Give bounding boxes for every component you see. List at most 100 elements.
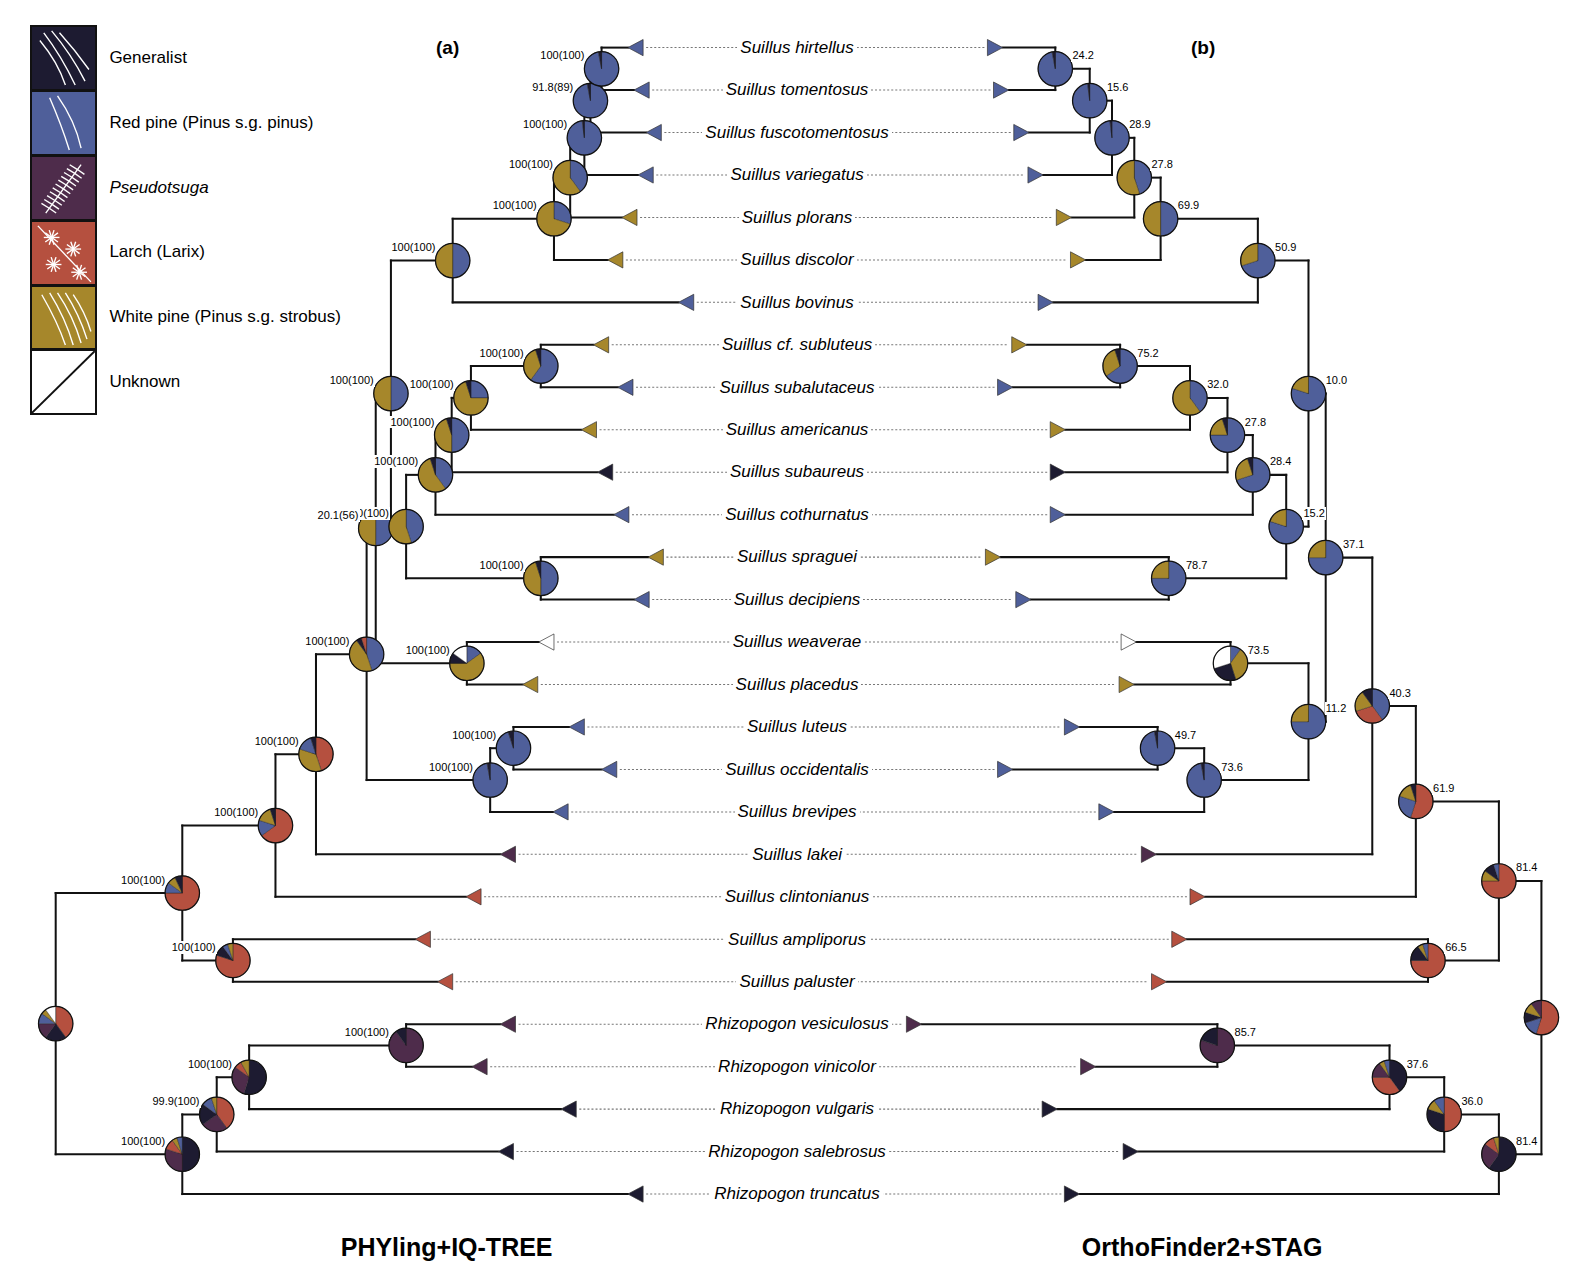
tree-branch	[1065, 471, 1227, 473]
method-title: PHYling+IQ-TREE	[341, 1233, 553, 1262]
tree-branches	[56, 48, 1542, 1194]
pie-outline	[1140, 731, 1174, 765]
tip-triangle	[1014, 124, 1029, 140]
pie-slice	[374, 376, 391, 410]
tip-triangle	[1038, 294, 1053, 310]
tip-triangle	[646, 124, 661, 140]
state-pie	[496, 731, 530, 765]
icon-stroke	[79, 272, 81, 279]
icon-stroke	[78, 169, 85, 174]
pie-slice	[1210, 418, 1244, 452]
pie-outline	[1173, 381, 1207, 415]
species-name: Suillus lakei	[749, 845, 845, 865]
method-title: OrthoFinder2+STAG	[1082, 1233, 1323, 1262]
pie-slice	[1241, 243, 1275, 277]
icon-stroke	[50, 98, 70, 150]
support-value: 50.9	[1274, 241, 1297, 254]
icon-stroke	[52, 233, 58, 238]
support-value: 66.5	[1444, 941, 1467, 954]
legend-icon	[32, 287, 95, 349]
tree-branch	[1065, 514, 1252, 516]
pie-slice	[389, 509, 412, 543]
species-name: Suillus brevipes	[735, 802, 860, 822]
tip-triangle	[602, 761, 617, 777]
support-value: 100(100)	[373, 455, 419, 468]
support-value: 24.2	[1071, 49, 1094, 62]
species-name: Suillus occidentalis	[722, 760, 872, 780]
icon-stroke	[46, 165, 81, 213]
tree-branch	[1114, 811, 1204, 813]
pie-slice	[1236, 458, 1270, 492]
tree-branch	[467, 683, 523, 685]
tree-branch	[541, 599, 634, 601]
state-pie	[1291, 376, 1325, 410]
pie-outline	[258, 808, 292, 842]
icon-stroke	[47, 196, 55, 201]
pie-outline	[434, 418, 468, 452]
tip-triangle	[987, 40, 1002, 56]
legend-swatch	[30, 90, 97, 156]
state-pie	[389, 1028, 423, 1062]
icon-stroke	[64, 172, 72, 177]
pie-slice	[203, 1098, 217, 1114]
pie-outline	[1117, 160, 1151, 194]
support-value: 20.1(56)	[317, 509, 360, 522]
pie-outline	[1291, 376, 1325, 410]
pie-slice	[270, 808, 275, 825]
pie-slice	[1103, 350, 1120, 376]
tree-branch	[584, 174, 638, 176]
tip-triangle	[1050, 422, 1065, 438]
tip-triangle	[1064, 1186, 1079, 1202]
state-pie	[418, 458, 452, 492]
pie-slice	[389, 1028, 423, 1062]
icon-stroke	[74, 294, 92, 331]
pie-slice	[1418, 944, 1428, 960]
state-pie	[1482, 864, 1516, 898]
support-value: 69.9	[1177, 199, 1200, 212]
state-pie	[389, 509, 423, 543]
pie-outline	[524, 349, 558, 383]
pie-outline	[454, 381, 488, 415]
support-value: 73.5	[1247, 644, 1270, 657]
support-value: 100(100)	[539, 49, 585, 62]
tip-triangle	[1123, 1143, 1138, 1159]
icon-stroke	[52, 204, 59, 209]
state-pie	[1173, 381, 1207, 415]
pie-outline	[573, 83, 607, 117]
pie-outline	[389, 509, 423, 543]
pie-slice	[211, 1097, 216, 1114]
pie-slice	[453, 646, 467, 663]
pie-slice	[1247, 458, 1252, 475]
pie-outline	[1372, 1060, 1406, 1094]
tip-triangle	[906, 1016, 921, 1032]
pie-slice	[573, 83, 607, 117]
support-value: 49.7	[1174, 729, 1197, 742]
support-value: 78.7	[1185, 559, 1208, 572]
state-pie	[1140, 731, 1174, 765]
pie-slice	[1088, 83, 1090, 100]
pie-slice	[1494, 864, 1499, 881]
tip-triangle	[466, 889, 481, 905]
pie-slice	[1291, 704, 1325, 738]
tree-branch	[217, 1151, 499, 1153]
tree-branch	[406, 1066, 472, 1068]
tree-branch	[602, 47, 628, 49]
support-value: 27.8	[1150, 158, 1173, 171]
tree-branch	[249, 1044, 406, 1046]
pie-slice	[487, 763, 490, 780]
icon-stroke	[42, 294, 66, 344]
tip-triangle	[553, 804, 568, 820]
pie-slice	[1152, 561, 1186, 595]
state-pie	[299, 737, 333, 771]
icon-stroke	[69, 181, 76, 186]
icon-stroke	[45, 199, 53, 204]
species-name: Suillus fuscotomentosus	[702, 123, 891, 143]
support-value: 75.2	[1136, 347, 1159, 360]
tree-branch	[182, 1193, 628, 1195]
support-value: 10.0	[1325, 374, 1348, 387]
state-pie	[1200, 1028, 1234, 1062]
tip-triangle	[1012, 337, 1027, 353]
tip-triangle	[618, 379, 633, 395]
pie-slice	[1485, 1138, 1499, 1154]
tree-branch	[56, 892, 183, 894]
